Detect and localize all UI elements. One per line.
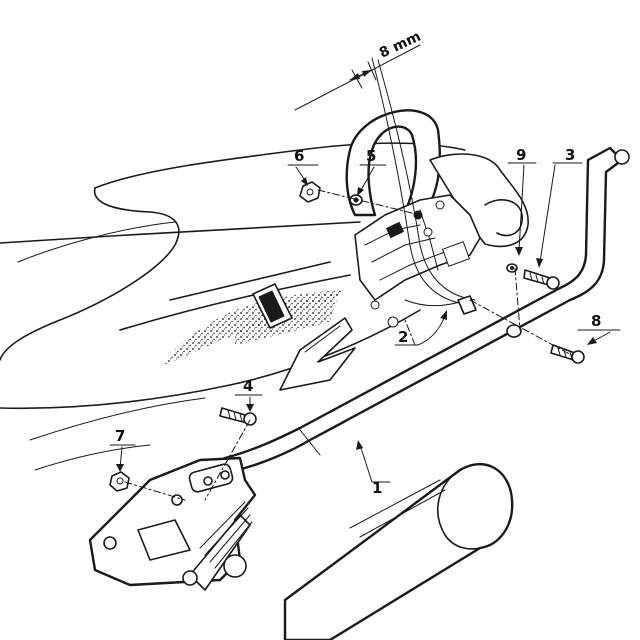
dimension-8mm: 8 mm (294, 29, 423, 111)
nut-part-7 (109, 471, 130, 492)
zigzag-bracket (279, 317, 356, 391)
reflector-block (252, 283, 293, 329)
washer-rail (506, 324, 522, 338)
rear-bracket (88, 456, 257, 591)
bolt-part-3 (523, 269, 560, 290)
callout-5: 5 (366, 147, 376, 165)
callout-2: 2 (398, 328, 408, 346)
callout-6: 6 (294, 147, 304, 165)
assembly-axes (124, 189, 576, 501)
callout-9: 9 (516, 146, 526, 164)
callout-8: 8 (591, 312, 601, 330)
callouts: 1 2 3 4 5 6 7 8 9 (109, 146, 621, 497)
exhaust-silencer (283, 462, 514, 640)
dimension-label: 8 mm (377, 29, 423, 62)
spacer-sleeve (457, 295, 477, 315)
tail-light-cutaway (354, 153, 529, 328)
callout-4: 4 (243, 377, 253, 395)
callout-1: 1 (372, 479, 382, 497)
nut-part-6 (299, 181, 321, 203)
grab-handle (345, 109, 441, 217)
bolt-part-4 (219, 407, 257, 426)
seat-outline (0, 142, 466, 471)
washer-part-5 (349, 194, 363, 206)
fasteners (109, 181, 585, 492)
callout-3: 3 (565, 146, 575, 164)
bolt-part-8 (550, 344, 585, 364)
washer-part-9 (506, 263, 518, 273)
callout-7: 7 (115, 427, 125, 445)
